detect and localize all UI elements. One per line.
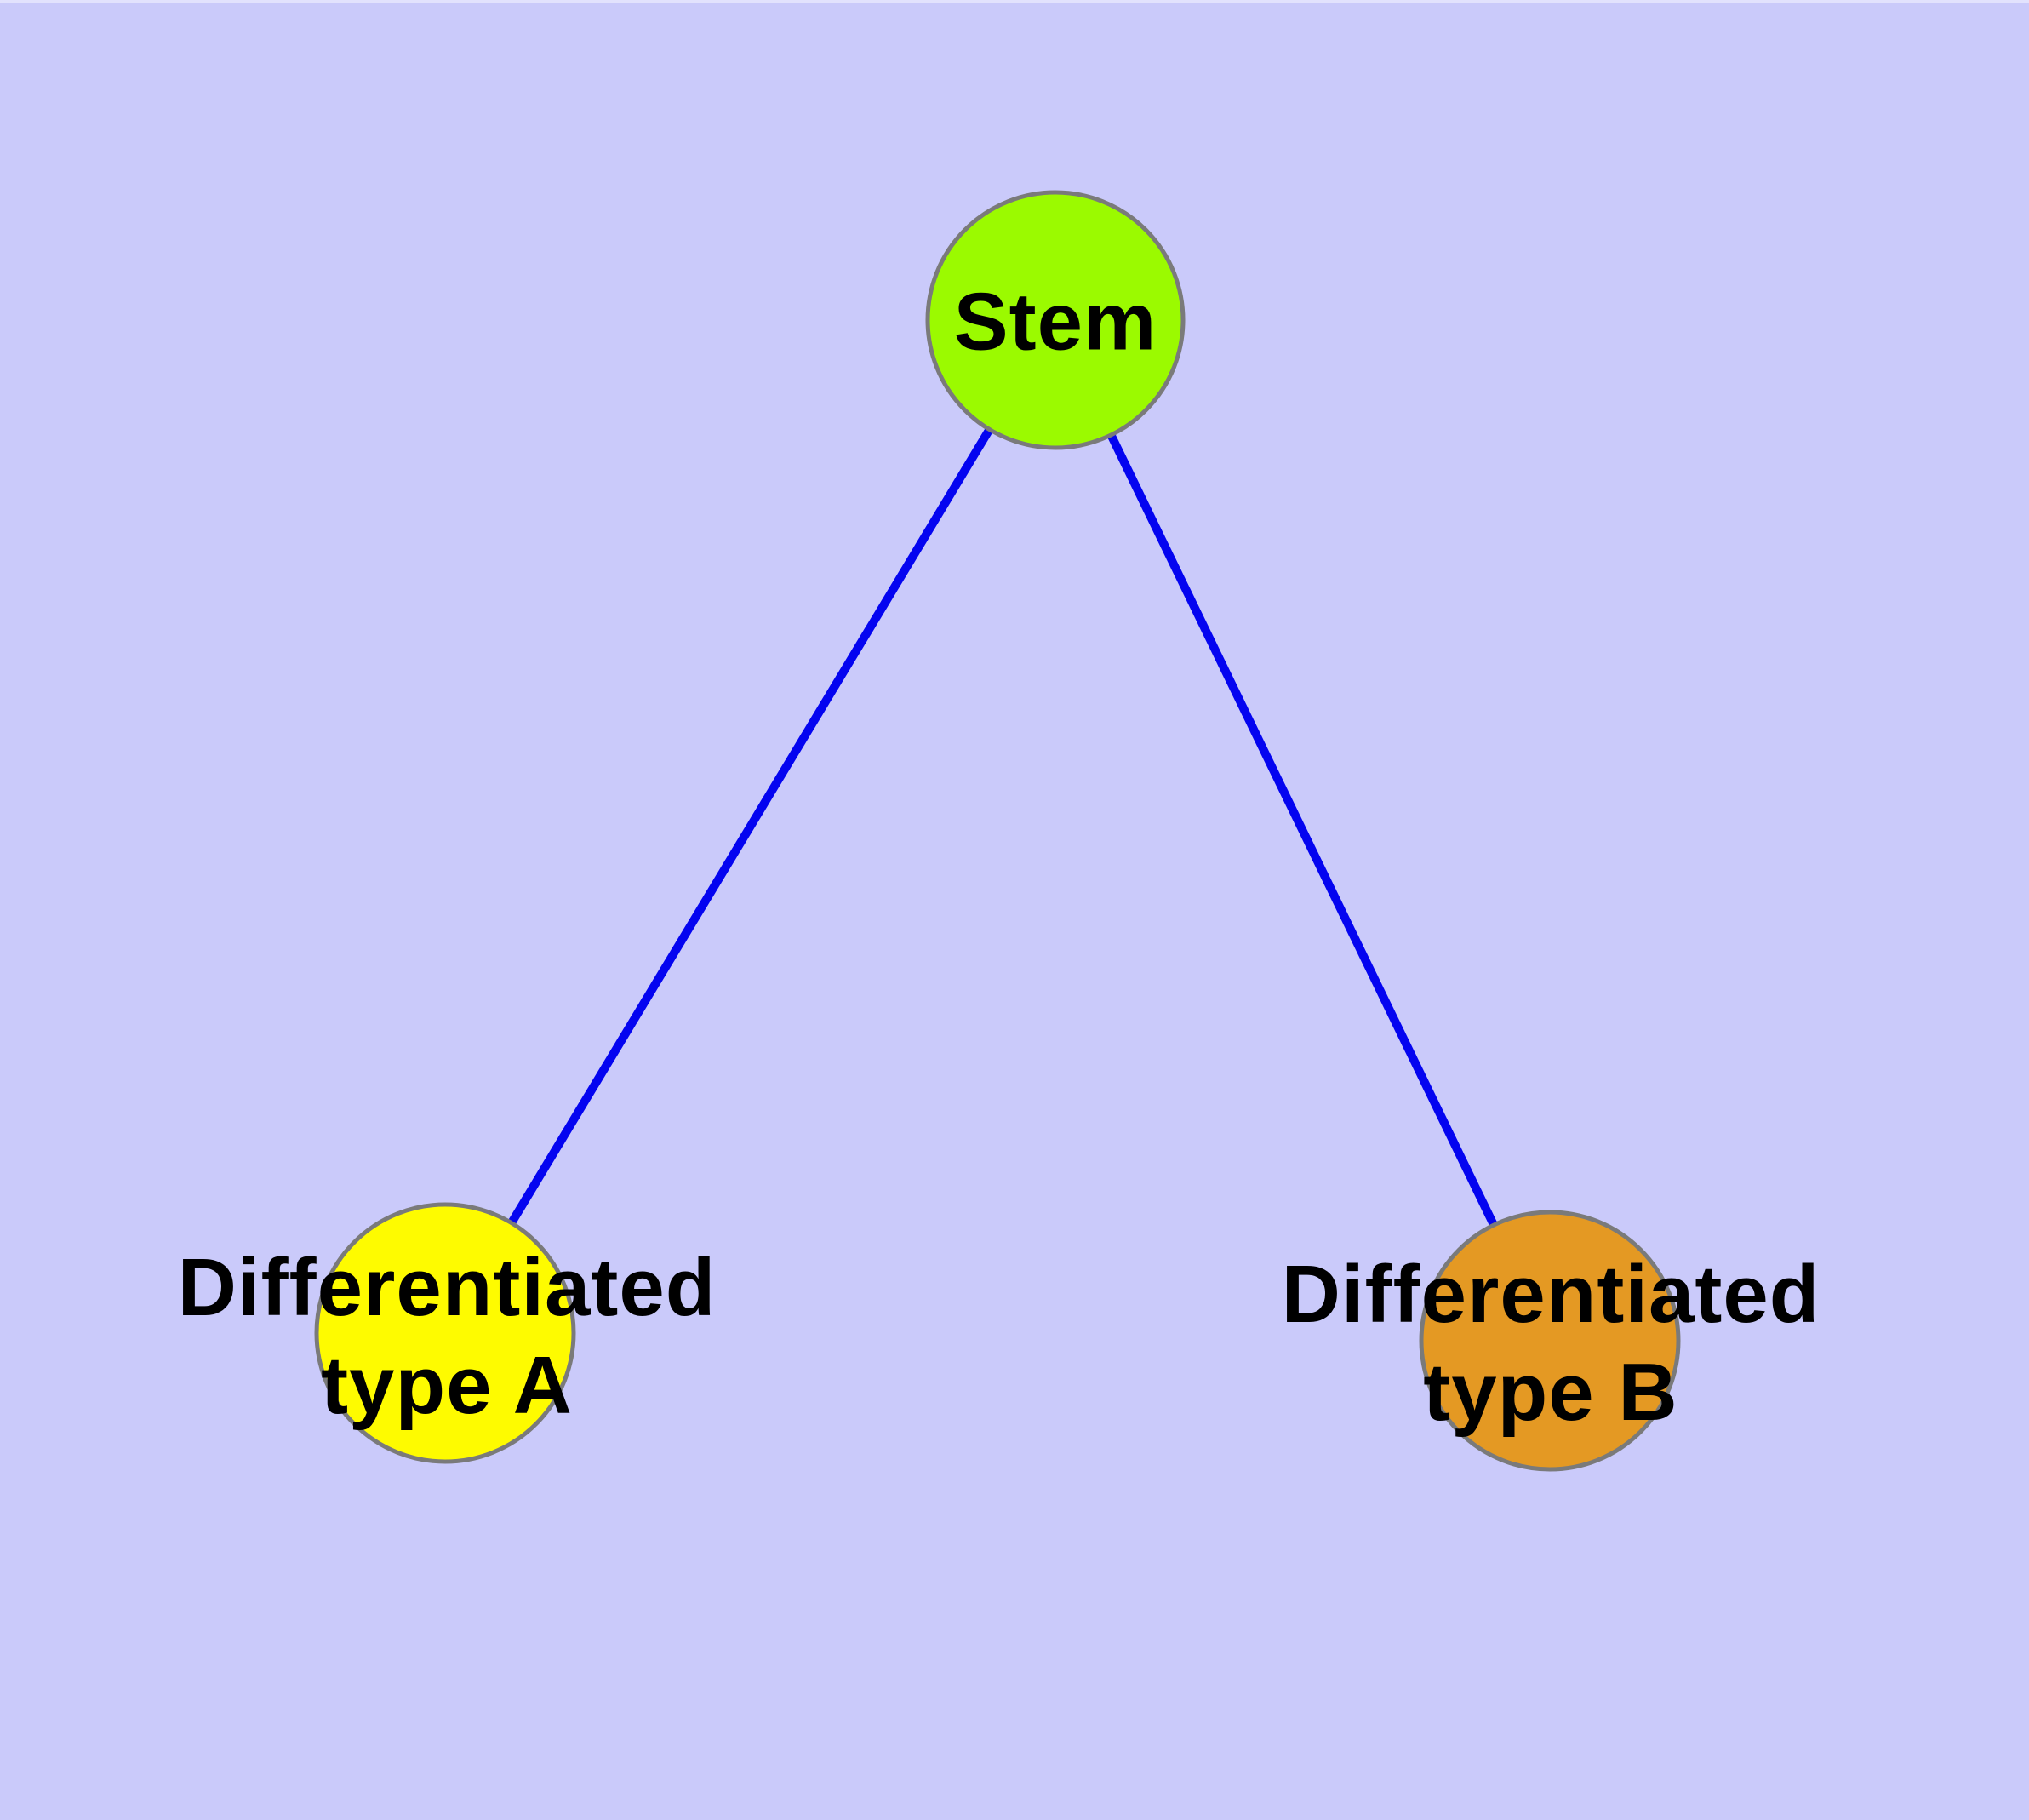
top-edge-highlight bbox=[0, 0, 2029, 3]
node-stem-circle bbox=[925, 190, 1186, 450]
node-type-a-circle bbox=[314, 1202, 576, 1464]
node-type-b-circle bbox=[1419, 1210, 1681, 1472]
edge-stem-to-type-a bbox=[441, 318, 1060, 1336]
edge-stem-to-type-b bbox=[1051, 318, 1554, 1343]
